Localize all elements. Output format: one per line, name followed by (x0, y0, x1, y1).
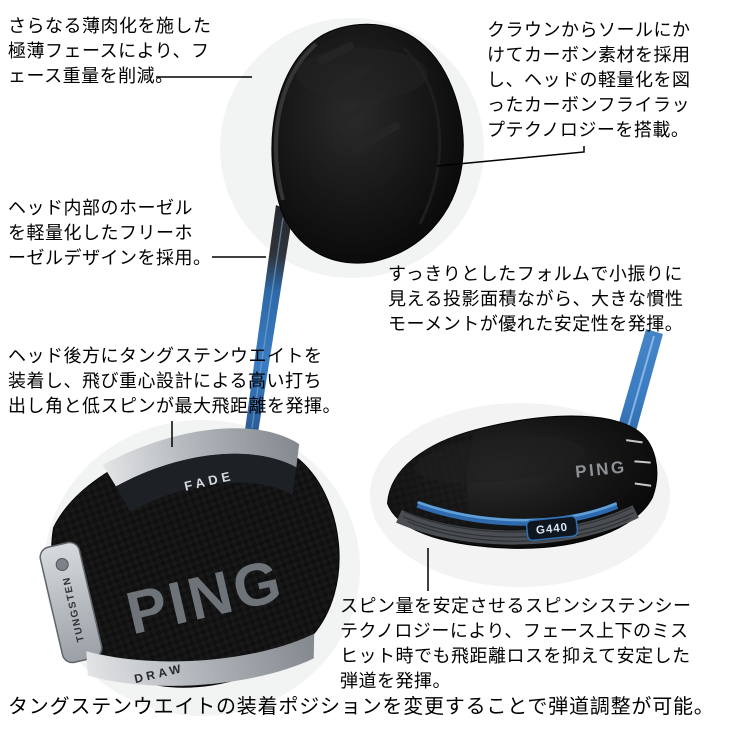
accent-blue-core (417, 501, 618, 522)
text-line: テクノロジーにより、フェース上下のミス (340, 621, 689, 641)
text-line: スピン量を安定させるスピンシステンシー (340, 596, 692, 616)
text-line: し、ヘッドの軽量化を図 (487, 70, 691, 90)
driver-face-view: PING G440 (386, 329, 663, 549)
crown-sheen (414, 435, 585, 484)
text-line: ヘッド後方にタングステンウエイトを (8, 346, 323, 366)
text-line: 弾道を発揮。 (340, 671, 451, 691)
callout-carbonfly (436, 146, 585, 167)
text-line: プテクノロジーを搭載。 (487, 120, 690, 140)
text-line: すっきりとしたフォルムで小振りに (388, 264, 683, 284)
text-line: ヘッド内部のホーゼル (8, 198, 193, 218)
model-badge: G440 (525, 515, 579, 542)
driver-rear-view: FADE TUNGSTEN PING DRAW (39, 428, 340, 688)
rear-top-trim (102, 428, 300, 487)
text-line: 装着し、飛び重心設計による高い打ち (8, 371, 322, 391)
text-line: さらなる薄肉化を施した (8, 16, 212, 36)
footer-note: タングステンウエイトの装着ポジションを変更することで弾道調整が可能。 (8, 695, 715, 719)
text-line: けてカーボン素材を採用 (487, 45, 691, 65)
text-line: モーメントが優れた安定性を発揮。 (388, 314, 684, 334)
annotation-tungsten-cg: ヘッド後方にタングステンウエイトを 装着し、飛び重心設計による高い打ち 出し角と… (8, 344, 341, 419)
callout-lines (156, 76, 585, 591)
text-line: タングステンウエイトの装着ポジションを変更することで弾道調整が可能。 (8, 696, 715, 718)
text-line: ヒット時でも飛距離ロスを抑えて安定した (340, 646, 691, 666)
shaft (245, 205, 293, 433)
text-line: クラウンからソールにか (487, 20, 691, 40)
accent-blue-band (416, 500, 619, 526)
face-head: PING G440 (386, 415, 658, 549)
text-line: 極薄フェースにより、フ (8, 41, 210, 61)
fade-band (115, 453, 297, 512)
annotation-moi: すっきりとしたフォルムで小振りに 見える投影面積ながら、大きな慣性 モーメントが… (388, 262, 683, 337)
shaft-highlight (251, 217, 284, 429)
annotation-free-hosel: ヘッド内部のホーゼル を軽量化したフリーホ ーゼルデザインを採用。 (8, 196, 212, 271)
draw-band (86, 633, 315, 686)
annotation-spinsistency: スピン量を安定させるスピンシステンシー テクノロジーにより、フェース上下のミス … (340, 594, 692, 694)
text-line: ェース重量を削減。 (8, 66, 174, 86)
annotation-thin-face: さらなる薄肉化を施した 極薄フェースにより、フ ェース重量を削減。 (8, 14, 212, 89)
tungsten-weight (39, 541, 103, 664)
weight-screw (55, 558, 69, 572)
model-label: G440 (535, 522, 568, 537)
text-line: 見える投影面積ながら、大きな慣性 (388, 289, 684, 309)
text-line: ったカーボンフライラッ (487, 95, 690, 115)
text-line: を軽量化したフリーホ (8, 223, 193, 243)
crown-sheen (296, 48, 428, 100)
driver-crown-view (245, 23, 464, 433)
text-line: ーゼルデザインを採用。 (8, 248, 212, 268)
text-line: 出し角と低スピンが最大飛距離を発揮。 (8, 396, 341, 416)
annotation-carbonfly: クラウンからソールにか けてカーボン素材を採用 し、ヘッドの軽量化を図 ったカー… (487, 18, 691, 143)
face-edge (273, 42, 318, 201)
toe-alignment-marks (626, 439, 652, 487)
face-grooves (402, 507, 635, 542)
